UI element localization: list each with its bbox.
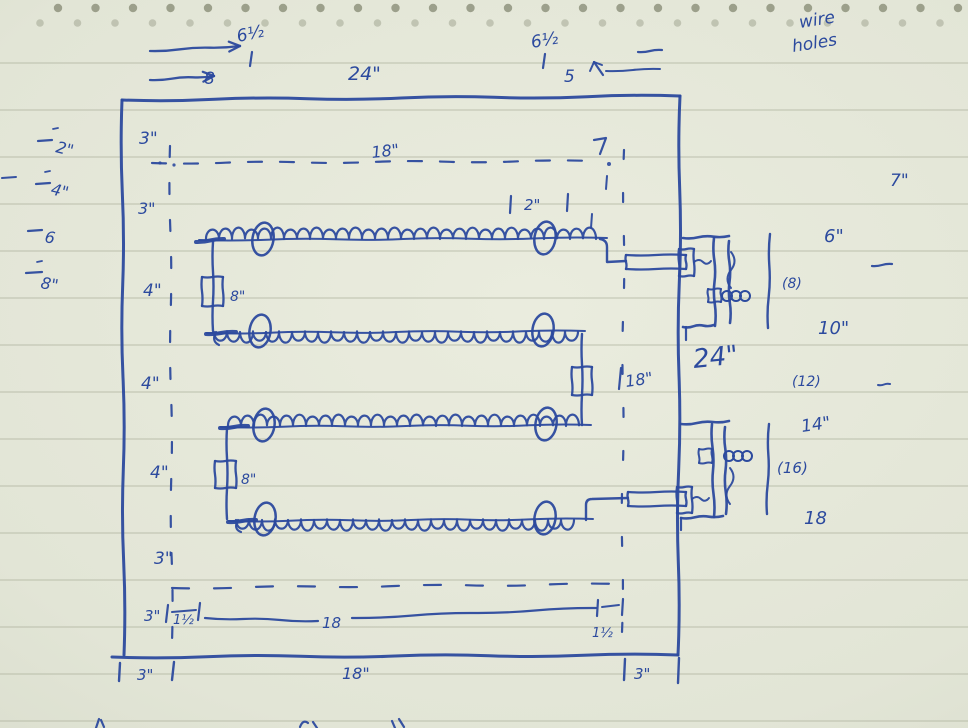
label-gap-c: 4" [150, 463, 169, 483]
label-top-right-alt: 5 [564, 67, 575, 87]
label-corner-gap: 2" [524, 196, 540, 214]
label-ruler-4: 4" [49, 179, 71, 202]
label-inset-right: 1½ [592, 626, 613, 641]
label-top-margin: 3" [139, 129, 158, 149]
label-ruler-6: 6 [43, 227, 56, 247]
label-row1-offset: 3" [138, 199, 156, 218]
label-inset-left: 1½ [173, 613, 194, 628]
label-gap-b: 4" [141, 374, 160, 394]
label-right-span: 18" [624, 368, 654, 391]
label-right-10: 10" [818, 318, 849, 339]
label-far-right-dim: 7" [890, 171, 909, 191]
label-inner-width-top: 18" [370, 140, 400, 162]
label-bottom-right: 3" [634, 665, 650, 683]
label-jumper-a: 8" [230, 289, 245, 305]
label-right-6: 6" [824, 226, 844, 247]
label-top-right-gap: 6½ [529, 28, 560, 53]
label-top-left-alt: 8 [204, 69, 215, 89]
label-ruler-8: 8" [39, 273, 60, 295]
label-depth-24: 24" [692, 340, 740, 375]
label-gap-a: 4" [143, 281, 162, 301]
label-bottom-margin-a: 3" [154, 549, 173, 569]
label-top-width: 24" [348, 63, 381, 85]
label-ruler-2: 2" [54, 137, 76, 160]
label-right-8: (8) [782, 276, 802, 292]
sketch-ink-strokes [1, 40, 894, 728]
label-bottom-width: 18" [342, 664, 370, 683]
label-bottom-left: 3" [137, 666, 153, 684]
label-right-18: 18 [804, 508, 827, 529]
label-inner-width-bottom: 18 [322, 614, 341, 632]
label-right-16: (16) [777, 459, 808, 477]
label-right-14: 14" [800, 413, 832, 437]
label-bottom-margin-b: 3" [144, 607, 160, 625]
label-wire-note-line2: holes [791, 30, 839, 57]
label-wire-note-line1: wire [798, 8, 837, 33]
label-right-12: (12) [792, 374, 821, 390]
paper-rule-lines [0, 3, 968, 722]
label-top-left-gap: 6½ [235, 22, 266, 47]
label-jumper-b: 8" [241, 472, 256, 488]
handwritten-labels: 6½ 8 24" 6½ 5 wire holes 7" 2" 4" 6 8" 3… [39, 8, 908, 684]
